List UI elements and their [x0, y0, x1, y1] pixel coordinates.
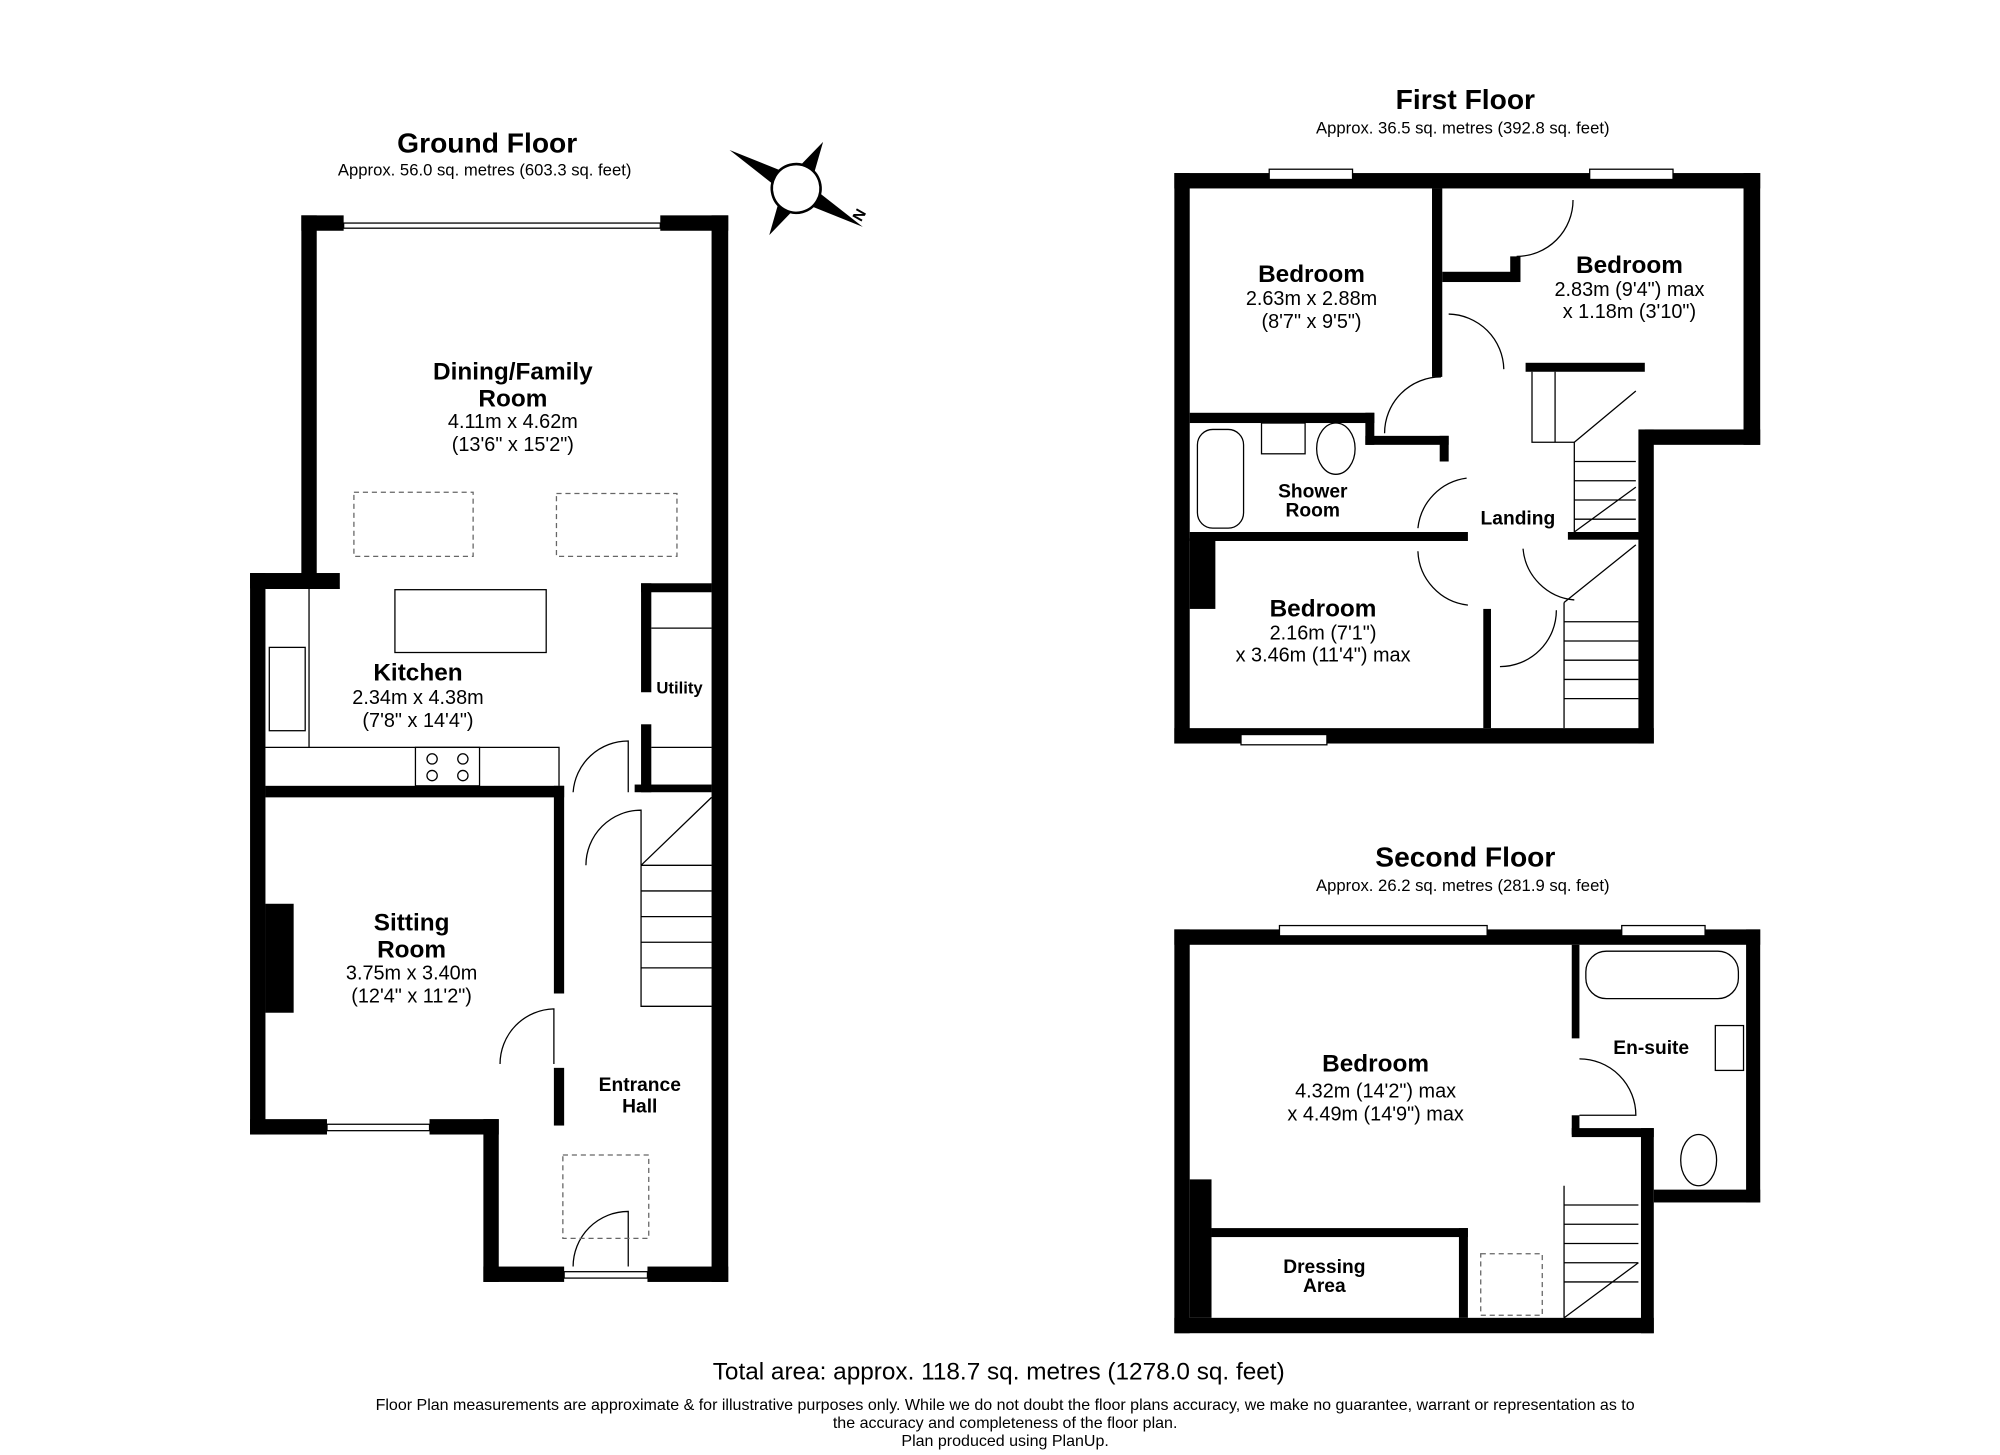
- svg-text:(7'8" x 14'4"): (7'8" x 14'4"): [362, 710, 473, 732]
- svg-text:x 3.46m (11'4") max: x 3.46m (11'4") max: [1236, 644, 1411, 666]
- room-en-suite: En-suite: [1613, 1038, 1689, 1059]
- svg-text:2.83m (9'4") max: 2.83m (9'4") max: [1554, 279, 1704, 301]
- second-floor: Second Floor Approx. 26.2 sq. metres (28…: [1174, 841, 1761, 1334]
- svg-text:Bedroom: Bedroom: [1258, 261, 1365, 288]
- svg-text:4.11m x 4.62m: 4.11m x 4.62m: [448, 411, 578, 433]
- toilet: [1315, 422, 1356, 475]
- ground-floor-title: Ground Floor: [397, 127, 577, 159]
- room-bedroom-main: Bedroom 4.32m (14'2") max x 4.49m (14'9"…: [1287, 1051, 1463, 1126]
- first-stairs: [1531, 371, 1639, 729]
- disclaimer-line-1: Floor Plan measurements are approximate …: [376, 1396, 1635, 1414]
- svg-text:2.63m x 2.88m: 2.63m x 2.88m: [1246, 288, 1377, 310]
- second-fixtures: [1278, 924, 1745, 1319]
- svg-text:Room: Room: [377, 937, 446, 964]
- second-floor-title: Second Floor: [1375, 841, 1555, 873]
- room-kitchen: Kitchen 2.34m x 4.38m (7'8" x 14'4"): [352, 660, 483, 732]
- svg-text:Room: Room: [478, 385, 547, 412]
- first-fixtures: [1196, 168, 1674, 746]
- svg-text:(12'4" x 11'2"): (12'4" x 11'2"): [351, 985, 472, 1007]
- total-area: Total area: approx. 118.7 sq. metres (12…: [713, 1358, 1285, 1385]
- svg-text:Hall: Hall: [622, 1097, 657, 1118]
- bath: [1585, 950, 1740, 1000]
- ground-floor: Ground Floor Approx. 56.0 sq. metres (60…: [250, 127, 729, 1282]
- svg-text:Dressing: Dressing: [1283, 1257, 1365, 1278]
- first-floor-title: First Floor: [1396, 83, 1535, 115]
- room-bedroom-1: Bedroom 2.63m x 2.88m (8'7" x 9'5"): [1246, 261, 1377, 333]
- svg-text:x 1.18m (3'10"): x 1.18m (3'10"): [1563, 301, 1696, 323]
- svg-text:Room: Room: [1286, 501, 1340, 522]
- room-landing: Landing: [1481, 508, 1556, 529]
- room-utility: Utility: [656, 679, 703, 698]
- second-floor-walls: [1174, 929, 1761, 1334]
- sink: [268, 646, 306, 732]
- svg-text:x 4.49m (14'9") max: x 4.49m (14'9") max: [1287, 1103, 1463, 1125]
- svg-text:(13'6" x 15'2"): (13'6" x 15'2"): [452, 434, 574, 456]
- ground-floor-area: Approx. 56.0 sq. metres (603.3 sq. feet): [338, 161, 632, 180]
- ground-stairs: [640, 796, 713, 1007]
- room-entrance-hall: Entrance Hall: [599, 1075, 682, 1118]
- svg-text:Dining/Family: Dining/Family: [433, 358, 593, 385]
- ground-floor-walls: [250, 215, 729, 1282]
- svg-text:Area: Area: [1303, 1276, 1346, 1297]
- first-floor: First Floor Approx. 36.5 sq. metres (392…: [1174, 83, 1761, 746]
- svg-text:2.34m x 4.38m: 2.34m x 4.38m: [352, 687, 483, 709]
- room-bedroom-2: Bedroom 2.83m (9'4") max x 1.18m (3'10"): [1554, 252, 1704, 323]
- svg-text:Bedroom: Bedroom: [1270, 596, 1377, 623]
- svg-text:Kitchen: Kitchen: [373, 660, 462, 687]
- room-dining-family: Dining/Family Room 4.11m x 4.62m (13'6" …: [433, 358, 593, 456]
- room-sitting: Sitting Room 3.75m x 3.40m (12'4" x 11'2…: [346, 910, 477, 1008]
- room-dressing-area: Dressing Area: [1283, 1257, 1365, 1297]
- room-bedroom-3: Bedroom 2.16m (7'1") x 3.46m (11'4") max: [1236, 596, 1411, 667]
- produced-by: Plan produced using PlanUp.: [901, 1432, 1108, 1450]
- svg-text:Bedroom: Bedroom: [1322, 1051, 1429, 1078]
- shower-tray: [1196, 428, 1245, 529]
- svg-text:Bedroom: Bedroom: [1576, 252, 1683, 279]
- svg-text:(8'7" x 9'5"): (8'7" x 9'5"): [1261, 311, 1361, 333]
- svg-text:Entrance: Entrance: [599, 1075, 682, 1096]
- svg-text:Sitting: Sitting: [374, 910, 450, 937]
- ground-fixtures: [265, 222, 713, 1279]
- svg-text:4.32m (14'2") max: 4.32m (14'2") max: [1295, 1080, 1456, 1102]
- footer: Total area: approx. 118.7 sq. metres (12…: [376, 1358, 1635, 1450]
- compass-rose-icon: [729, 141, 863, 236]
- toilet: [1680, 1133, 1718, 1187]
- window: [326, 1123, 431, 1132]
- kitchen-island: [394, 589, 547, 654]
- svg-text:3.75m x 3.40m: 3.75m x 3.40m: [346, 962, 477, 984]
- disclaimer-line-2: the accuracy and completeness of the flo…: [833, 1414, 1178, 1432]
- hob: [414, 746, 481, 787]
- sliding-door: [343, 222, 661, 229]
- svg-text:Shower: Shower: [1278, 481, 1348, 502]
- room-shower-room: Shower Room: [1278, 481, 1348, 521]
- first-floor-area: Approx. 36.5 sq. metres (392.8 sq. feet): [1316, 118, 1610, 137]
- basin: [1714, 1024, 1745, 1072]
- front-door-threshold: [563, 1271, 649, 1279]
- svg-text:2.16m (7'1"): 2.16m (7'1"): [1270, 623, 1377, 645]
- basin: [1260, 422, 1306, 455]
- second-floor-area: Approx. 26.2 sq. metres (281.9 sq. feet): [1316, 876, 1610, 895]
- second-stairs: [1563, 1185, 1639, 1319]
